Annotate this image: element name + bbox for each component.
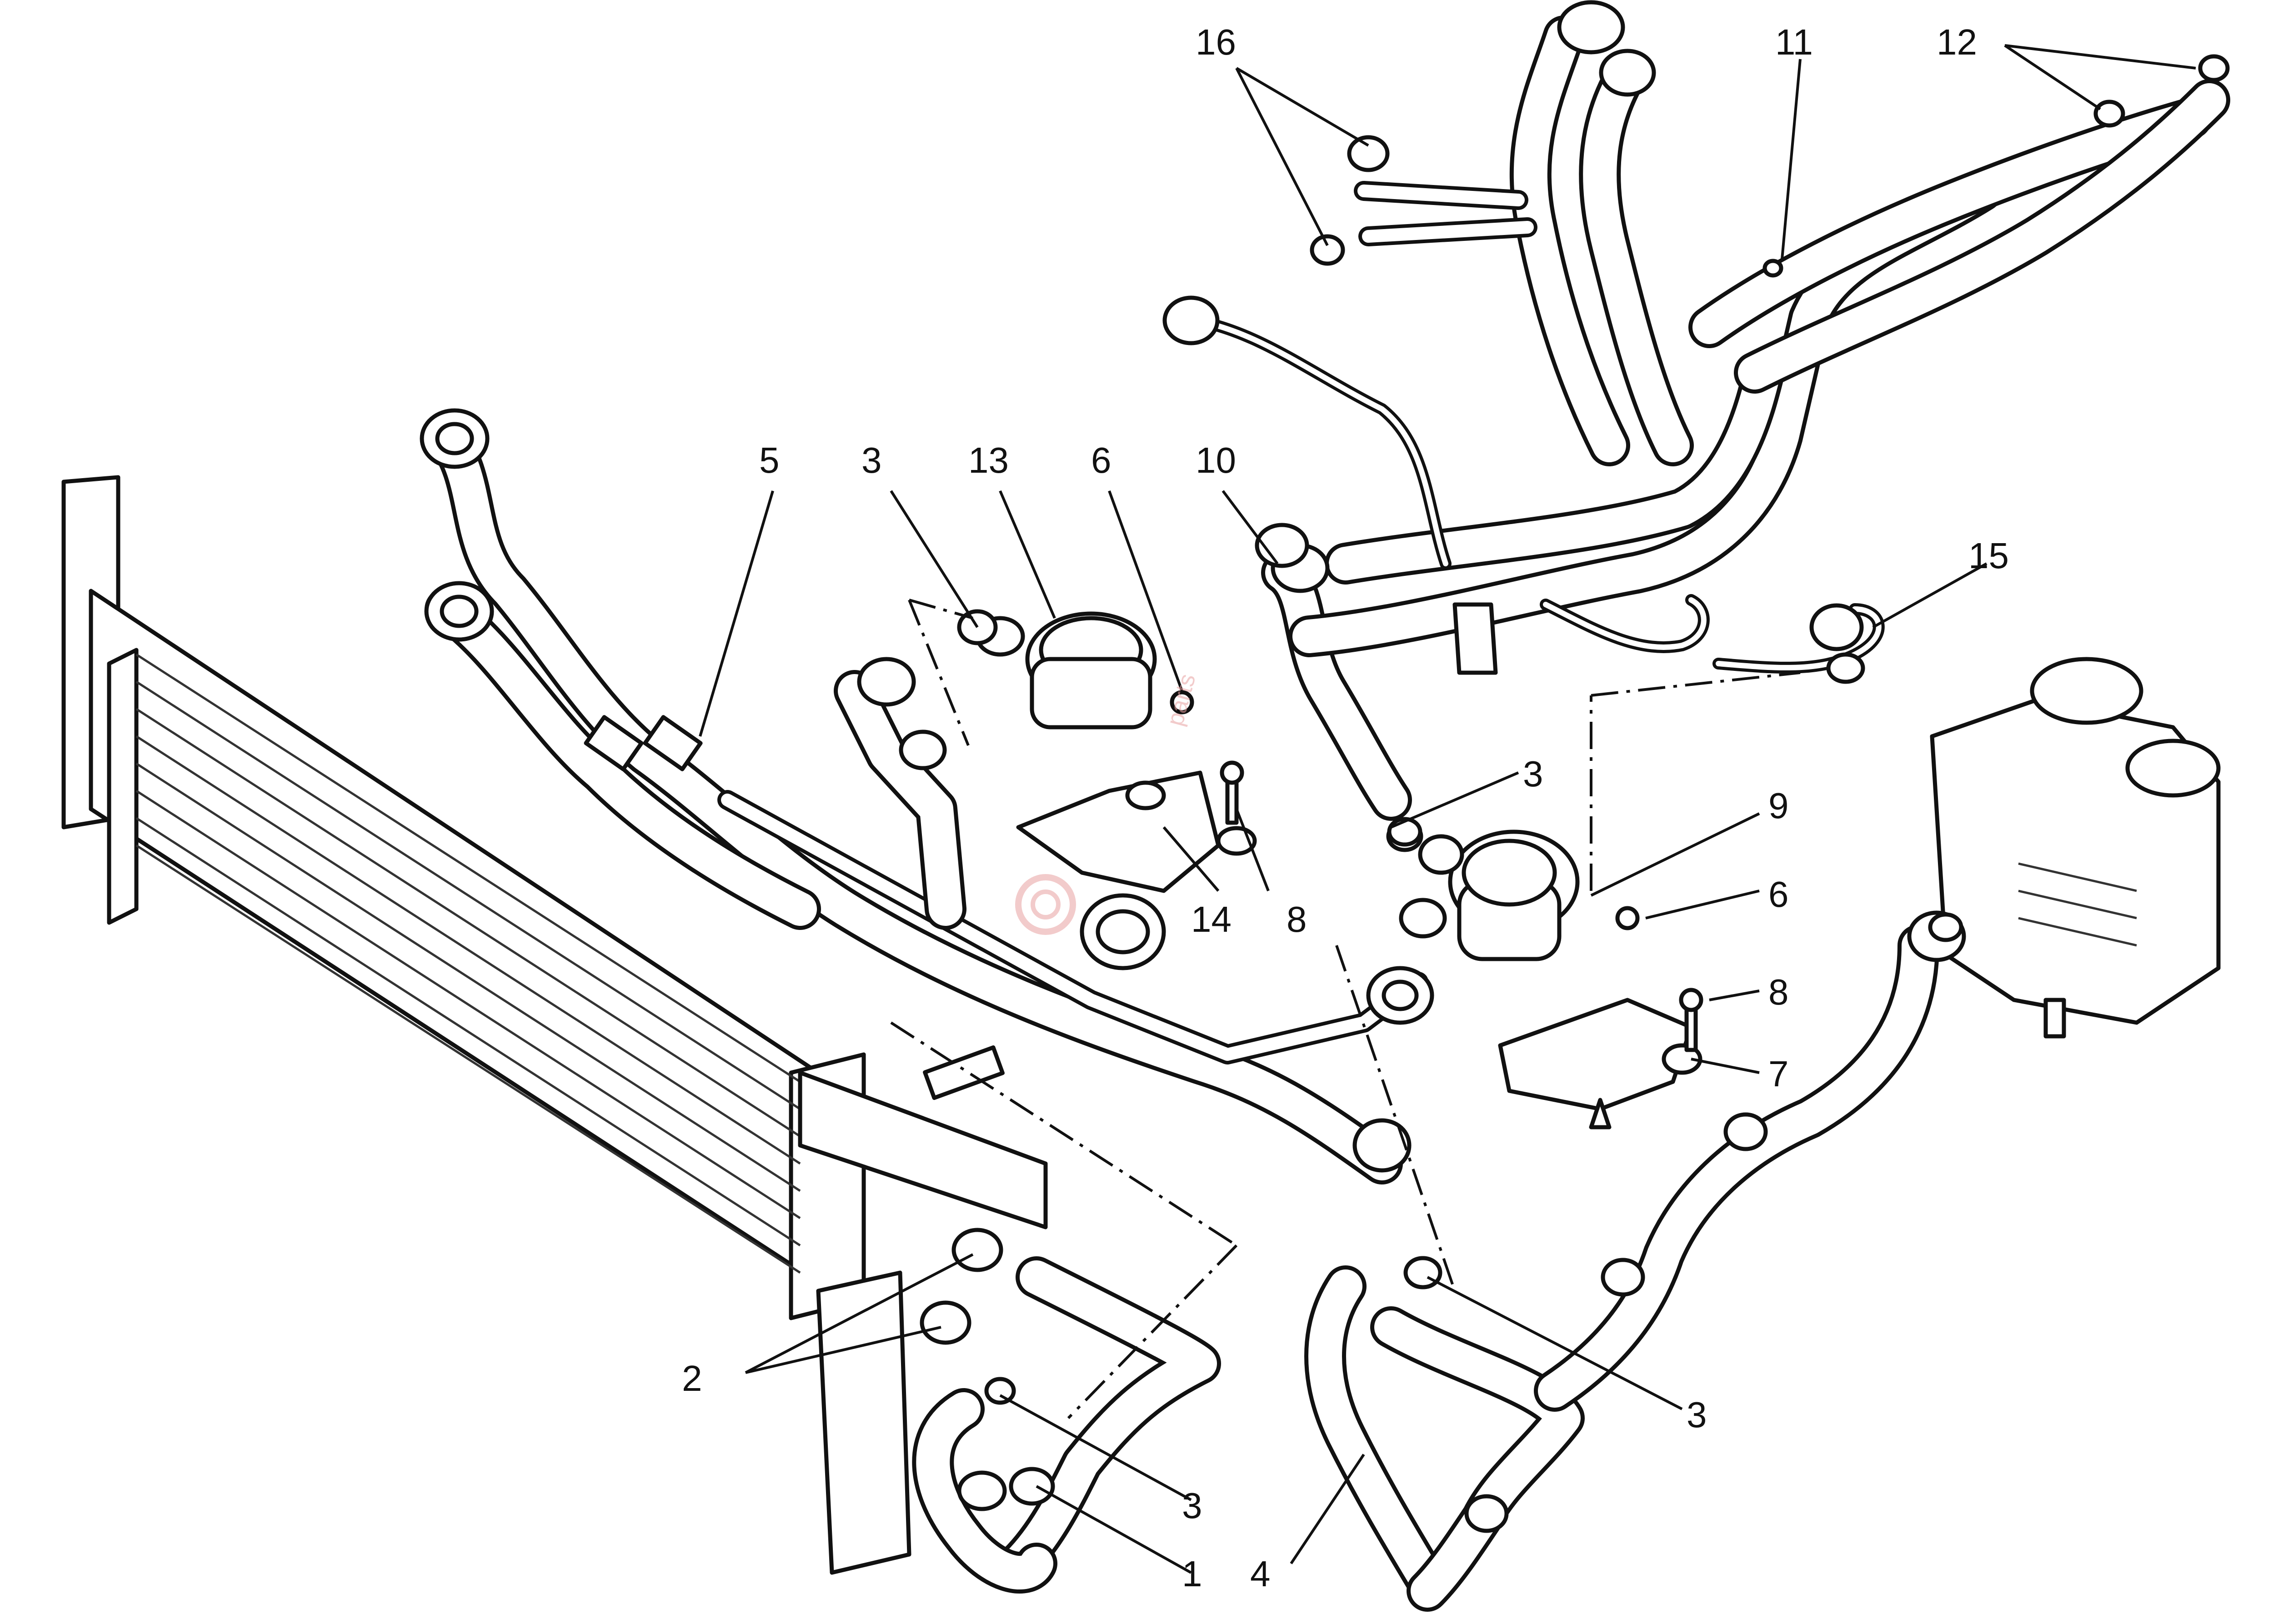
coolant-reservoir (1930, 657, 2221, 1039)
hose-1 (912, 1228, 1221, 1594)
callout-11: 11 (1775, 22, 1813, 62)
hose-5 (420, 408, 1434, 1184)
callout-9: 9 (1768, 785, 1789, 826)
water-pump-13 (957, 609, 1157, 730)
callout-6b: 6 (1768, 874, 1789, 914)
fasteners (1170, 690, 1703, 1052)
callout-16: 16 (1196, 22, 1236, 62)
callout-4: 4 (1250, 1554, 1271, 1594)
hose-10 (1162, 170, 2003, 821)
callout-labels: 16 11 12 5 3 13 6 10 15 3 9 6 14 8 8 7 2… (682, 22, 2009, 1594)
callout-8a: 8 (1287, 899, 1307, 939)
callout-2: 2 (682, 1358, 702, 1399)
callout-15: 15 (1968, 535, 2009, 576)
callout-3a: 3 (861, 440, 882, 480)
leader-lines (699, 44, 2196, 1574)
callout-14: 14 (1191, 899, 1232, 939)
callout-8b: 8 (1768, 972, 1789, 1012)
radiator (61, 475, 1048, 1575)
upper-hoses (1310, 0, 2230, 466)
callout-7: 7 (1768, 1054, 1789, 1094)
reference-lines (890, 599, 1801, 1419)
callout-5: 5 (759, 440, 780, 480)
callout-3c: 3 (1687, 1394, 1707, 1435)
bracket-7 (1498, 998, 1702, 1129)
sensor-15 (1712, 603, 1885, 684)
hose-4 (1304, 910, 1966, 1612)
bracket-14 (1016, 770, 1257, 893)
callout-3d: 3 (1182, 1485, 1202, 1526)
callout-12: 12 (1937, 22, 1977, 62)
vertical-connector-hose (834, 657, 966, 930)
watermark-text: parts (1162, 671, 1201, 729)
callout-10: 10 (1196, 440, 1236, 480)
callout-13: 13 (968, 440, 1009, 480)
callout-6a: 6 (1091, 440, 1111, 480)
callout-3b: 3 (1523, 754, 1543, 794)
callout-1: 1 (1182, 1554, 1202, 1594)
water-pump-9 (1386, 817, 1580, 961)
